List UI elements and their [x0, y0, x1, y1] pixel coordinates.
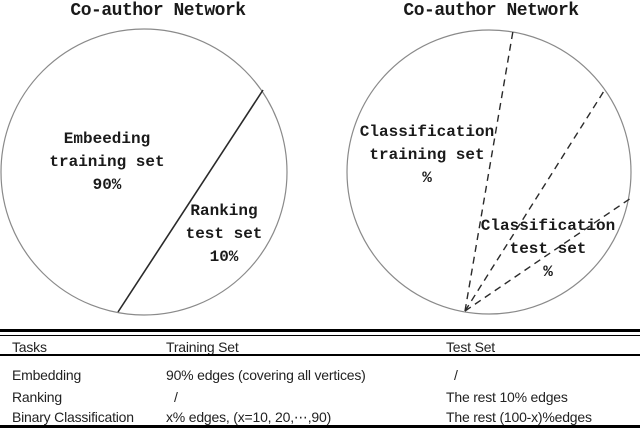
table-top-rule-thick: [0, 329, 640, 332]
cell-training-set: 90% edges (covering all vertices): [166, 367, 366, 383]
cell-task: Binary Classification: [12, 409, 134, 425]
label-line: 90%: [92, 176, 122, 194]
cell-test-set: The rest (100-x)%edges: [446, 409, 592, 425]
label-line: Ranking: [190, 202, 258, 220]
right-pie-dashed-line-2: [464, 90, 605, 312]
col-header-tasks: Tasks: [12, 339, 47, 355]
label-line: Classification: [480, 217, 616, 235]
table-header-row: Tasks Training Set Test Set: [0, 339, 640, 355]
col-header-test-set: Test Set: [446, 339, 495, 355]
cell-training-set: x% edges, (x=10, 20,⋯,90): [166, 409, 332, 425]
left-pie-divider-line: [117, 89, 264, 313]
left-pie-segment-label-embedding-training: Embeeding training set 90%: [49, 128, 164, 197]
label-line: Embeeding: [63, 130, 151, 148]
label-line: training set: [49, 153, 165, 171]
right-pie-title: Co-author Network: [403, 1, 579, 21]
right-pie-segment-label-classification-training: Classification training set %: [360, 121, 494, 190]
label-line: test set: [185, 225, 263, 243]
left-pie-segment-label-ranking-test: Ranking test set 10%: [186, 200, 263, 269]
right-pie-dashed-line-3: [464, 197, 632, 312]
col-header-training-set: Training Set: [166, 339, 239, 355]
table-bottom-rule: [0, 425, 640, 428]
label-line: training set: [369, 146, 485, 164]
label-line: 10%: [209, 248, 239, 266]
label-line: %: [422, 169, 432, 187]
table-top-rule-thin: [0, 335, 640, 336]
left-pie-circle: [0, 28, 288, 316]
table-row-binary-classification: Binary Classification x% edges, (x=10, 2…: [0, 409, 640, 425]
table-row-ranking: Ranking / The rest 10% edges: [0, 389, 640, 405]
cell-test-set: /: [454, 367, 458, 383]
table-row-embedding: Embedding 90% edges (covering all vertic…: [0, 367, 640, 383]
label-line: test set: [509, 240, 587, 258]
right-pie-circle: [346, 29, 632, 315]
table-header-rule: [0, 354, 640, 356]
cell-task: Embedding: [12, 367, 82, 383]
right-pie-segment-label-classification-test: Classification test set %: [481, 215, 615, 284]
cell-training-set: /: [174, 389, 178, 405]
label-line: %: [543, 263, 553, 281]
cell-test-set: The rest 10% edges: [446, 389, 568, 405]
label-line: Classification: [359, 123, 495, 141]
cell-task: Ranking: [12, 389, 62, 405]
left-pie-title: Co-author Network: [70, 1, 246, 21]
